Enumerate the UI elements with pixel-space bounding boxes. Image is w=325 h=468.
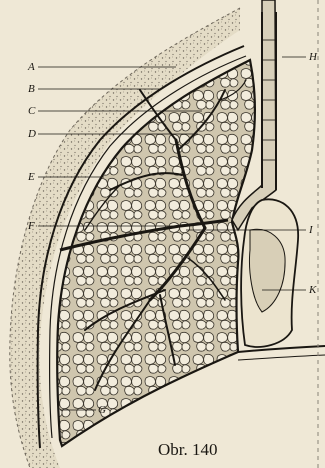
figure-caption: Obr. 140	[158, 440, 218, 460]
label-I: I	[309, 225, 313, 236]
label-F: F	[28, 221, 35, 232]
label-A: A	[28, 62, 35, 73]
label-E: E	[28, 172, 35, 183]
label-C: C	[28, 106, 35, 117]
label-K: K	[309, 285, 316, 296]
label-B: B	[28, 84, 35, 95]
label-G: G	[98, 405, 106, 416]
label-H: H	[309, 52, 317, 63]
label-D: D	[28, 129, 36, 140]
